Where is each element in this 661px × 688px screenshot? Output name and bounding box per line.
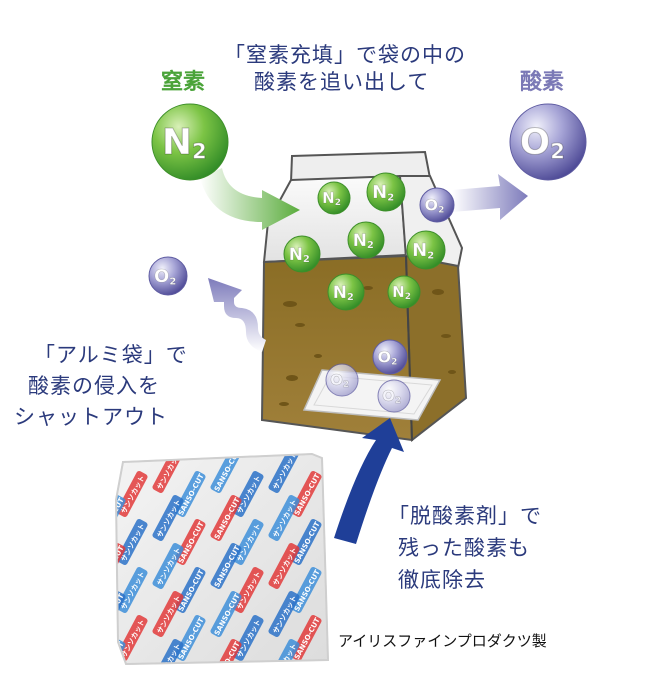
oxygen-out-arrow [452, 174, 528, 220]
oxygen-blocked-arrow [208, 278, 266, 352]
nitrogen-molecule: N2 [347, 221, 385, 259]
oxygen-molecule-large: O2 [509, 103, 587, 181]
nitrogen-label: 窒素 [161, 70, 206, 95]
right-caption: 「脱酸素剤」で 残った酸素も 徹底除去 [388, 500, 542, 596]
nitrogen-molecule: N2 [366, 172, 406, 212]
oxygen-molecule: O2 [372, 339, 408, 375]
oxygen-molecule: O2 [419, 187, 455, 223]
left-caption-line-3: シャットアウト [14, 405, 168, 429]
absorber-arrow [334, 418, 404, 544]
nitrogen-molecule: N2 [327, 273, 365, 311]
right-caption-line-1: 「脱酸素剤」で [388, 504, 542, 528]
top-caption-line-1: 「窒素充填」で袋の中の [224, 43, 466, 67]
nitrogen-molecule: N2 [317, 181, 351, 215]
right-caption-line-3: 徹底除去 [398, 568, 486, 592]
oxygen-molecule-fading: O2 [325, 363, 359, 397]
nitrogen-molecule: N2 [387, 275, 421, 309]
nitrogen-in-arrow [200, 168, 300, 230]
nitrogen-molecule: N2 [406, 230, 446, 270]
oxygen-label: 酸素 [520, 70, 565, 95]
left-caption-line-1: 「アルミ袋」で [34, 343, 188, 367]
nitrogen-molecule: N2 [283, 235, 321, 273]
top-caption-line-2: 酸素を追い出して [254, 70, 430, 94]
right-caption-line-2: 残った酸素も [398, 536, 530, 560]
left-caption: 「アルミ袋」で 酸素の侵入を シャットアウト [14, 340, 188, 433]
left-caption-line-2: 酸素の侵入を [28, 374, 160, 398]
molecule-symbol: N2 [372, 182, 394, 203]
oxygen-molecule-fading: O2 [377, 379, 411, 413]
svg-text:SANSO-CUT: SANSO-CUT [97, 640, 126, 685]
nitrogen-molecule-large: N2 [151, 103, 229, 181]
top-caption: 「窒素充填」で袋の中の 酸素を追い出して [224, 42, 466, 96]
packet-print-block: SANSO-CUT [97, 639, 126, 685]
oxygen-molecule: O2 [148, 256, 188, 296]
manufacturer-label: アイリスファインプロダクツ製 [338, 632, 547, 650]
